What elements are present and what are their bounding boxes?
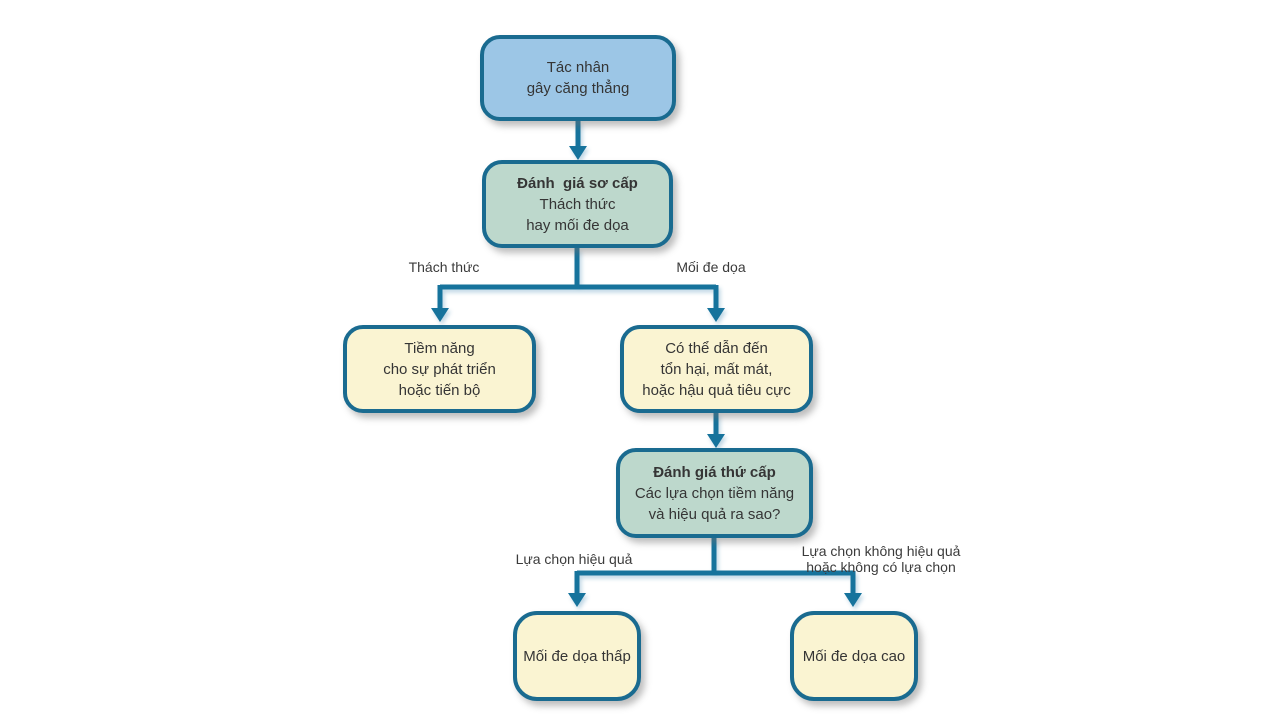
node-harm-outcome-line: Có thể dẫn đến: [665, 339, 768, 357]
node-high-threat: Mối đe dọa cao: [790, 611, 918, 701]
edge-label-effective: Lựa chọn hiệu quả: [515, 551, 633, 567]
node-growth-potential: Tiềm năng cho sự phát triển hoặc tiến bộ: [343, 325, 536, 413]
node-harm-outcome-line: hoặc hậu quả tiêu cực: [642, 381, 791, 399]
edge-label-challenge: Thách thức: [408, 259, 480, 275]
node-low-threat-line: Mối đe dọa thấp: [523, 647, 631, 665]
node-secondary-appraisal-line: và hiệu quả ra sao?: [648, 505, 781, 523]
node-primary-appraisal-title: Đánh giá sơ cấp: [517, 174, 638, 192]
node-high-threat-line: Mối đe dọa cao: [802, 647, 906, 665]
node-growth-potential-line: Tiềm năng: [404, 339, 475, 357]
node-primary-appraisal: Đánh giá sơ cấp Thách thức hay mối đe dọ…: [482, 160, 673, 248]
edge-label-ineffective-line: hoặc không có lựa chọn: [806, 559, 956, 575]
arrowhead-high-threat: [844, 593, 862, 607]
node-growth-potential-line: cho sự phát triển: [383, 360, 496, 378]
edge-label-ineffective: Lựa chọn không hiệu quả hoặc không có lự…: [802, 543, 961, 575]
node-secondary-appraisal-line: Các lựa chọn tiềm năng: [634, 484, 795, 502]
node-stressor-line: Tác nhân: [546, 59, 610, 76]
edge-secondary-split: [574, 538, 856, 594]
arrowhead-low-threat: [568, 593, 586, 607]
node-secondary-appraisal-title: Đánh giá thứ cấp: [653, 463, 776, 481]
arrowhead-primary: [569, 146, 587, 160]
node-stressor: Tác nhân gây căng thẳng: [480, 35, 676, 121]
node-harm-outcome: Có thể dẫn đến tổn hại, mất mát, hoặc hậ…: [620, 325, 813, 413]
edge-label-threat: Mối đe dọa: [676, 259, 746, 275]
edge-primary-split: [437, 248, 719, 309]
arrowhead-growth: [431, 308, 449, 322]
node-growth-potential-line: hoặc tiến bộ: [398, 381, 481, 399]
node-stressor-line: gây căng thẳng: [526, 80, 630, 97]
node-secondary-appraisal: Đánh giá thứ cấp Các lựa chọn tiềm năng …: [616, 448, 813, 538]
arrowhead-harm: [707, 308, 725, 322]
edge-label-ineffective-line: Lựa chọn không hiệu quả: [801, 543, 961, 559]
arrowhead-secondary: [707, 434, 725, 448]
node-primary-appraisal-line: Thách thức: [539, 195, 616, 213]
node-primary-appraisal-line: hay mối đe dọa: [526, 216, 629, 234]
node-low-threat: Mối đe dọa thấp: [513, 611, 641, 701]
node-harm-outcome-line: tổn hại, mất mát,: [660, 360, 773, 378]
